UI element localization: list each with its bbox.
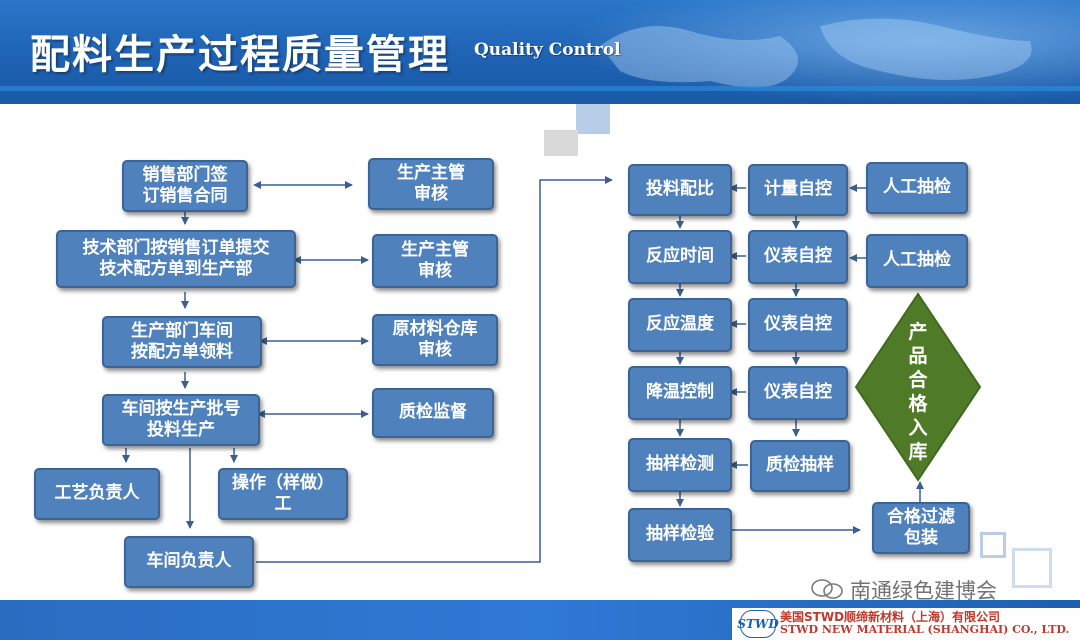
sales-contract-label: 销售部门签 订销售合同 (142, 164, 228, 206)
cooling-control-step: 降温控制 (628, 366, 732, 420)
supervisor-review-label: 生产主管 审核 (401, 239, 469, 281)
reaction-time-label: 反应时间 (646, 246, 714, 267)
page-subtitle: Quality Control (474, 40, 621, 60)
filter-packaging: 合格过滤 包装 (872, 502, 970, 554)
production-supervisor-review-2: 生产主管 审核 (372, 234, 498, 288)
company-logo-panel (732, 608, 1080, 640)
instrument-auto-control-label: 仪表自控 (764, 246, 832, 267)
manual-check-label: 人工抽检 (883, 177, 951, 198)
process-manager-label: 工艺负责人 (54, 483, 140, 504)
manual-check-2: 人工抽检 (866, 234, 968, 288)
company-logo: STWD (737, 610, 779, 638)
instrument-auto-control-label: 仪表自控 (764, 314, 832, 335)
feed-ratio-step: 投料配比 (628, 164, 732, 216)
reaction-temperature-step: 反应温度 (628, 298, 732, 352)
watermark-text: 南通绿色建博会 (850, 579, 997, 603)
sampling-test-label: 抽样检测 (646, 454, 714, 475)
qc-sampling: 质检抽样 (750, 440, 850, 492)
manual-check-label: 人工抽检 (883, 250, 951, 271)
operator-trial-label: 操作（样做） 工 (232, 472, 334, 514)
tech-formula-label: 技术部门按销售订单提交 技术配方单到生产部 (82, 237, 270, 279)
product-qualified-diamond (854, 292, 982, 482)
workshop-manager-label: 车间负责人 (146, 551, 232, 572)
instrument-auto-control-label: 仪表自控 (764, 382, 832, 403)
batch-production-label: 车间按生产批号 投料生产 (121, 398, 241, 440)
cooling-control-label: 降温控制 (646, 382, 714, 403)
feed-ratio-label: 投料配比 (646, 179, 714, 200)
batch-production-step: 车间按生产批号 投料生产 (102, 394, 260, 446)
workshop-requisition-label: 生产部门车间 按配方单领料 (131, 320, 233, 362)
deco-square (980, 532, 1006, 558)
workshop-manager: 车间负责人 (124, 536, 254, 588)
page-title: 配料生产过程质量管理 (30, 32, 450, 78)
workshop-requisition-step: 生产部门车间 按配方单领料 (102, 316, 262, 368)
header-underline (0, 86, 1080, 91)
company-name-cn: 美国STWD顺缔新材料（上海）有限公司 (780, 610, 1001, 624)
sampling-test-step: 抽样检测 (628, 438, 732, 492)
process-manager: 工艺负责人 (34, 468, 160, 520)
header-banner (0, 0, 1080, 104)
raw-material-warehouse-review: 原材料仓库 审核 (372, 314, 498, 366)
instrument-auto-control-3: 仪表自控 (748, 366, 848, 420)
sampling-inspection-step: 抽样检验 (628, 508, 732, 562)
quality-supervision-label: 质检监督 (399, 402, 467, 423)
manual-check-1: 人工抽检 (866, 162, 968, 214)
deco-square (576, 104, 610, 134)
qc-sampling-label: 质检抽样 (766, 455, 834, 476)
wechat-icon (811, 579, 843, 599)
sampling-inspection-label: 抽样检验 (646, 524, 714, 545)
instrument-auto-control-1: 仪表自控 (748, 230, 848, 284)
sales-contract-step: 销售部门签 订销售合同 (122, 160, 248, 212)
tech-formula-step: 技术部门按销售订单提交 技术配方单到生产部 (56, 230, 296, 288)
supervisor-review-label: 生产主管 审核 (397, 162, 465, 204)
deco-square (544, 130, 578, 156)
instrument-auto-control-2: 仪表自控 (748, 298, 848, 352)
product-qualified-label: 产 品 合 格 入 库 (908, 321, 928, 463)
operator-trial: 操作（样做） 工 (218, 468, 348, 520)
metering-auto-control: 计量自控 (748, 164, 848, 216)
filter-packaging-label: 合格过滤 包装 (887, 506, 955, 548)
production-supervisor-review-1: 生产主管 审核 (368, 158, 494, 210)
deco-square (1012, 548, 1052, 588)
quality-supervision: 质检监督 (372, 388, 494, 438)
reaction-time-step: 反应时间 (628, 230, 732, 284)
company-name-en: STWD NEW MATERIAL (SHANGHAI) CO., LTD. (780, 623, 1070, 636)
metering-auto-control-label: 计量自控 (764, 179, 832, 200)
reaction-temperature-label: 反应温度 (646, 314, 714, 335)
warehouse-review-label: 原材料仓库 审核 (392, 318, 478, 360)
